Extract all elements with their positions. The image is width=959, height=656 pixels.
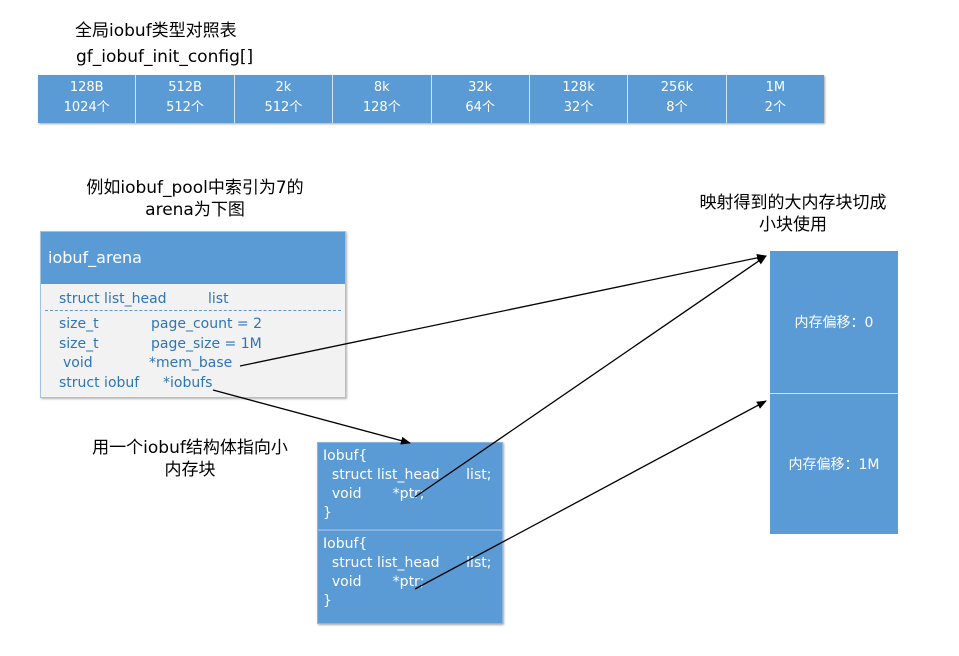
arena-field-type: size_t xyxy=(59,316,99,332)
arena-field-name: page_size = 1M xyxy=(151,336,262,352)
table-title: 全局iobuf类型对照表 xyxy=(75,21,237,41)
iobuf-caption: 用一个iobuf结构体指向小 内存块 xyxy=(92,438,288,480)
memory-block-label: 内存偏移：0 xyxy=(794,315,874,331)
iobuf-struct-box: Iobuf{ struct list_head list; void *ptr;… xyxy=(317,442,503,530)
arrow-iobufs-to-struct xyxy=(212,389,411,445)
arena-field-type: size_t xyxy=(59,336,99,352)
arena-divider xyxy=(45,310,341,311)
memory-block-label: 内存偏移：1M xyxy=(788,457,880,473)
arrow-mem-base-to-block xyxy=(239,253,767,367)
arena-caption: 例如iobuf_pool中索引为7的 arena为下图 xyxy=(86,178,304,220)
arrow-ptr2-to-block xyxy=(414,400,767,590)
arena-field-name: *mem_base xyxy=(149,355,233,371)
arena-field-name: list xyxy=(208,291,229,307)
arrow-ptr1-to-block xyxy=(414,255,767,498)
iobuf-arena-box: iobuf_arena struct list_head list size_t… xyxy=(40,231,346,398)
arena-field-type: struct iobuf xyxy=(59,375,140,391)
arena-field-type: void xyxy=(63,355,93,371)
memory-caption: 映射得到的大内存块切成 小块使用 xyxy=(699,193,887,235)
arena-field-name: *iobufs xyxy=(163,375,213,391)
arena-field-name: page_count = 2 xyxy=(151,316,263,332)
memory-block: 内存偏移：1M xyxy=(770,394,898,534)
iobuf-struct-box: Iobuf{ struct list_head list; void *ptr;… xyxy=(317,530,503,624)
arena-title: iobuf_arena xyxy=(41,232,345,284)
memory-block: 内存偏移：0 xyxy=(770,251,898,394)
arena-field-type: struct list_head xyxy=(59,291,167,307)
table-subtitle: gf_iobuf_init_config[] xyxy=(76,47,254,67)
